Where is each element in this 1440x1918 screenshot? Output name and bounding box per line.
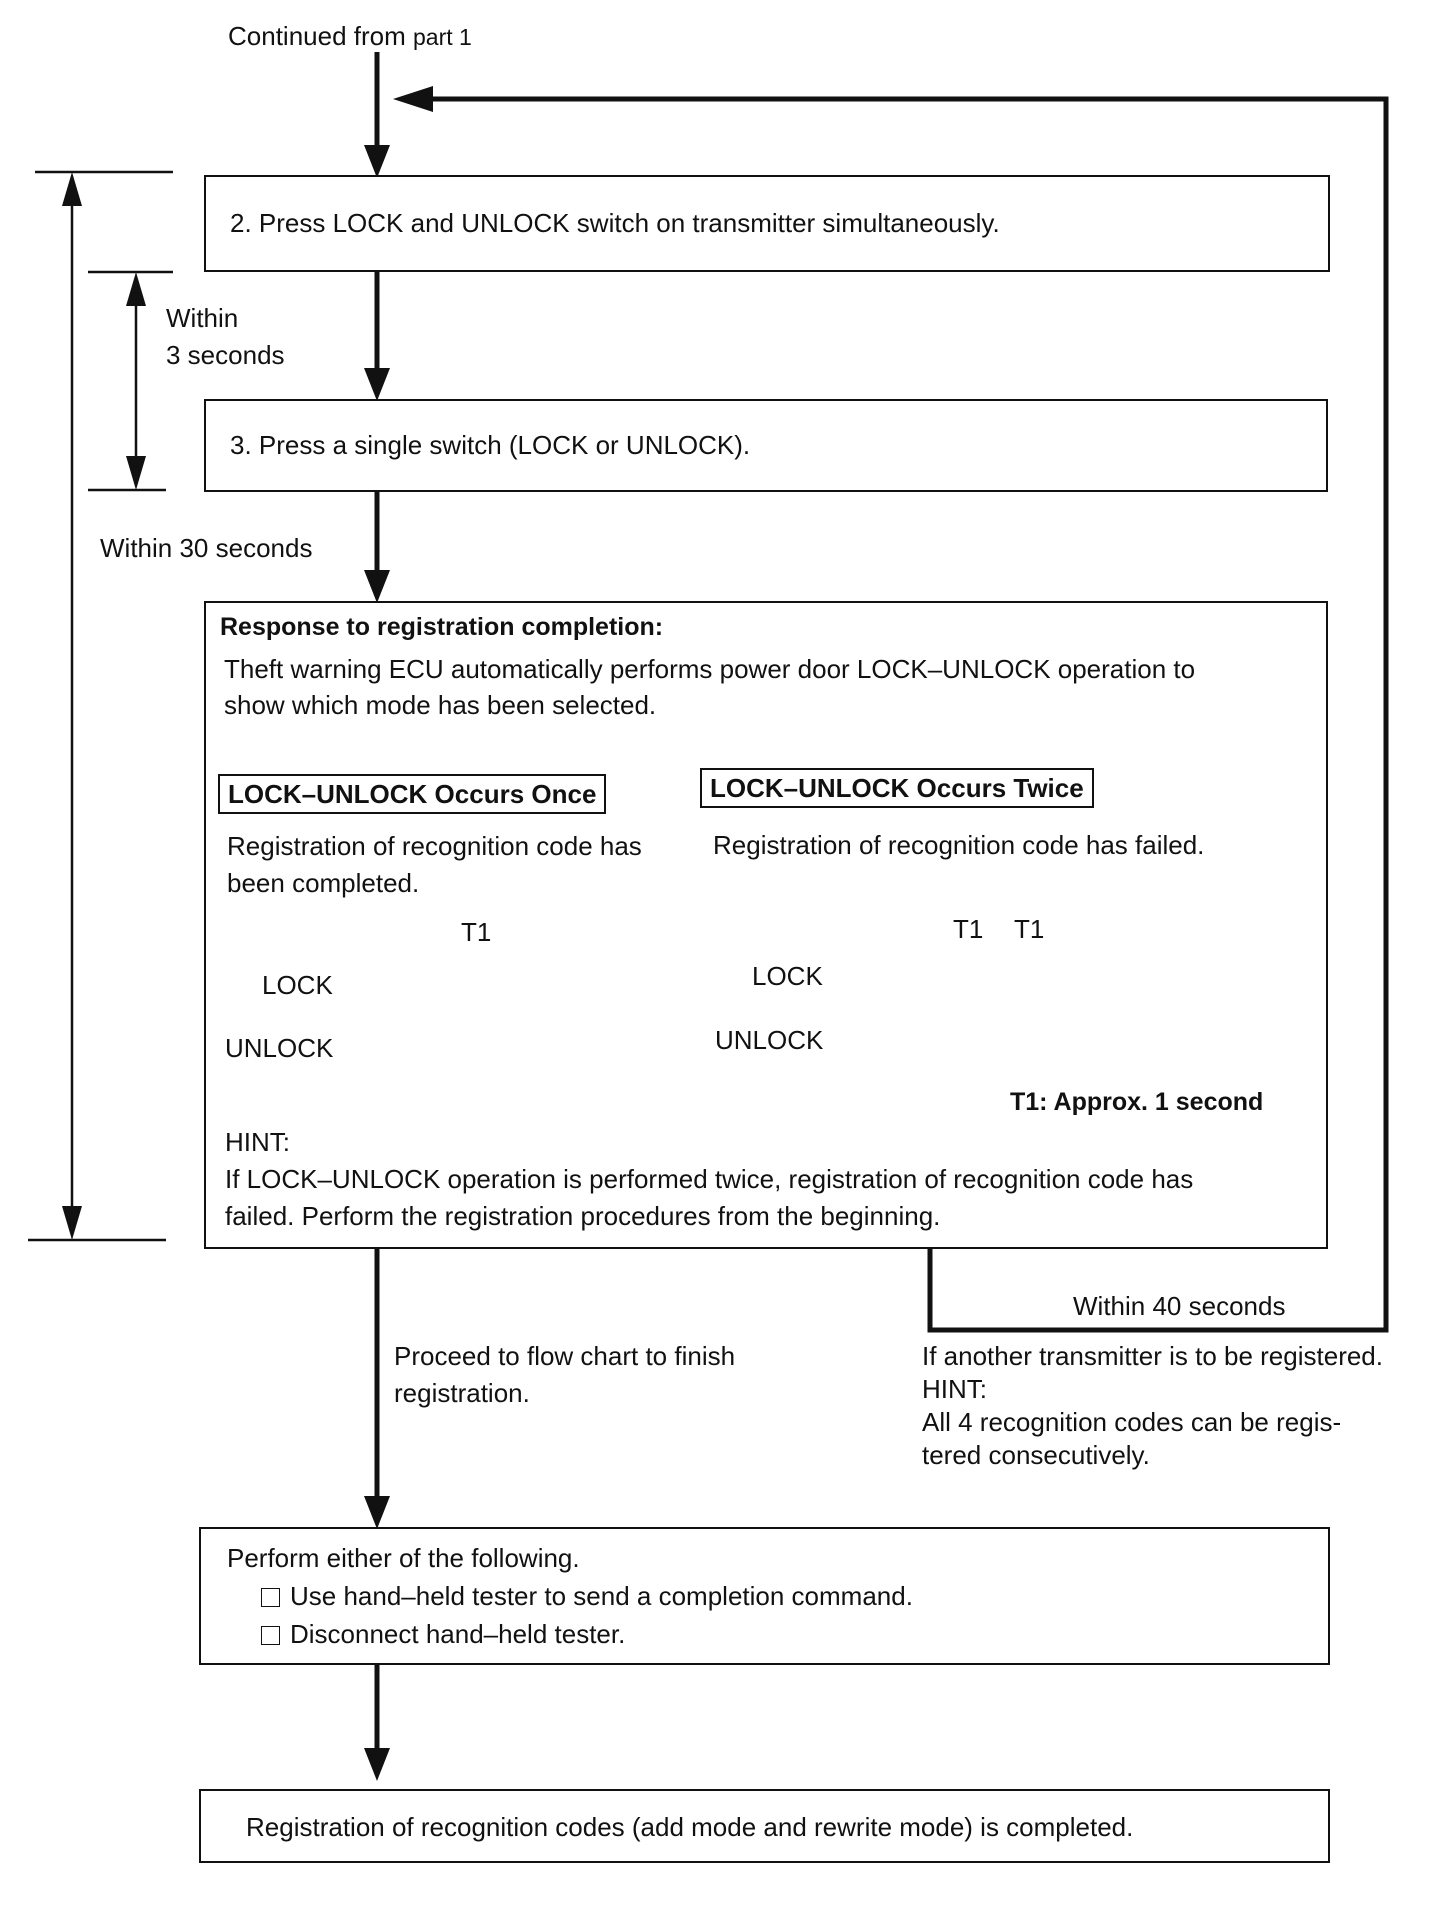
response-hint-label: HINT: [225, 1127, 290, 1157]
within-3-line2: 3 seconds [166, 340, 285, 370]
t1-label-once: T1 [461, 917, 492, 947]
another-line2: All 4 recognition codes can be regis- [922, 1407, 1342, 1437]
response-hint: HINT: If LOCK–UNLOCK operation is perfor… [225, 1124, 1193, 1235]
once-desc-line1: Registration of recognition code has [227, 831, 642, 861]
occurs-twice-label: LOCK–UNLOCK Occurs Twice [700, 768, 1094, 808]
final-box: Registration of recognition codes (add m… [199, 1789, 1330, 1863]
another-transmitter-text: If another transmitter is to be register… [922, 1340, 1383, 1472]
another-hint-label: HINT: [922, 1374, 987, 1404]
checkbox-icon [261, 1588, 280, 1607]
perform-option-1: Use hand–held tester to send a completio… [227, 1577, 913, 1615]
response-desc-line2: show which mode has been selected. [224, 690, 657, 720]
final-text: Registration of recognition codes (add m… [246, 1812, 1134, 1842]
step-3-text: 3. Press a single switch (LOCK or UNLOCK… [230, 430, 751, 460]
step-3-box: 3. Press a single switch (LOCK or UNLOCK… [204, 399, 1328, 492]
once-description: Registration of recognition code has bee… [227, 828, 642, 902]
within-3-line1: Within [166, 303, 239, 333]
occurs-once-label: LOCK–UNLOCK Occurs Once [218, 774, 607, 814]
perform-box: Perform either of the following. Use han… [199, 1527, 1330, 1665]
lock-label-once: LOCK [262, 970, 333, 1000]
response-hint-line2: failed. Perform the registration procedu… [225, 1201, 941, 1231]
step-2-box: 2. Press LOCK and UNLOCK switch on trans… [204, 175, 1330, 272]
within-30-seconds-label: Within 30 seconds [100, 533, 313, 563]
response-box: Response to registration completion: The… [204, 601, 1328, 1249]
unlock-label-once: UNLOCK [225, 1033, 334, 1063]
checkbox-icon [261, 1626, 280, 1645]
t1-label-twice-2: T1 [1014, 914, 1045, 944]
perform-option-2-text: Disconnect hand–held tester. [290, 1619, 626, 1649]
lock-label-twice: LOCK [752, 961, 823, 991]
proceed-text: Proceed to flow chart to finish registra… [394, 1338, 735, 1412]
t1-note: T1: Approx. 1 second [1010, 1088, 1264, 1116]
unlock-label-twice: UNLOCK [715, 1025, 824, 1055]
response-title: Response to registration completion: [220, 613, 664, 641]
once-desc-line2: been completed. [227, 868, 420, 898]
proceed-line2: registration. [394, 1378, 530, 1408]
perform-option-1-text: Use hand–held tester to send a completio… [290, 1581, 913, 1611]
t1-label-twice-1: T1 [953, 914, 984, 944]
response-description: Theft warning ECU automatically performs… [224, 651, 1195, 723]
continued-part-text: part 1 [412, 24, 472, 50]
another-line1: If another transmitter is to be register… [922, 1341, 1383, 1371]
step-2-text: 2. Press LOCK and UNLOCK switch on trans… [230, 208, 1000, 238]
response-desc-line1: Theft warning ECU automatically performs… [224, 654, 1196, 684]
perform-title: Perform either of the following. [227, 1543, 580, 1573]
twice-description: Registration of recognition code has fai… [713, 830, 1205, 860]
response-hint-line1: If LOCK–UNLOCK operation is performed tw… [225, 1164, 1194, 1194]
perform-option-2: Disconnect hand–held tester. [227, 1615, 913, 1653]
continued-from-text: Continued from [228, 21, 413, 51]
within-40-seconds-label: Within 40 seconds [1073, 1291, 1286, 1321]
proceed-line1: Proceed to flow chart to finish [394, 1341, 736, 1371]
another-line3: tered consecutively. [922, 1440, 1150, 1470]
continued-from-label: Continued from part 1 [228, 18, 472, 55]
perform-content: Perform either of the following. Use han… [227, 1539, 913, 1653]
within-3-seconds-label: Within 3 seconds [166, 300, 285, 374]
